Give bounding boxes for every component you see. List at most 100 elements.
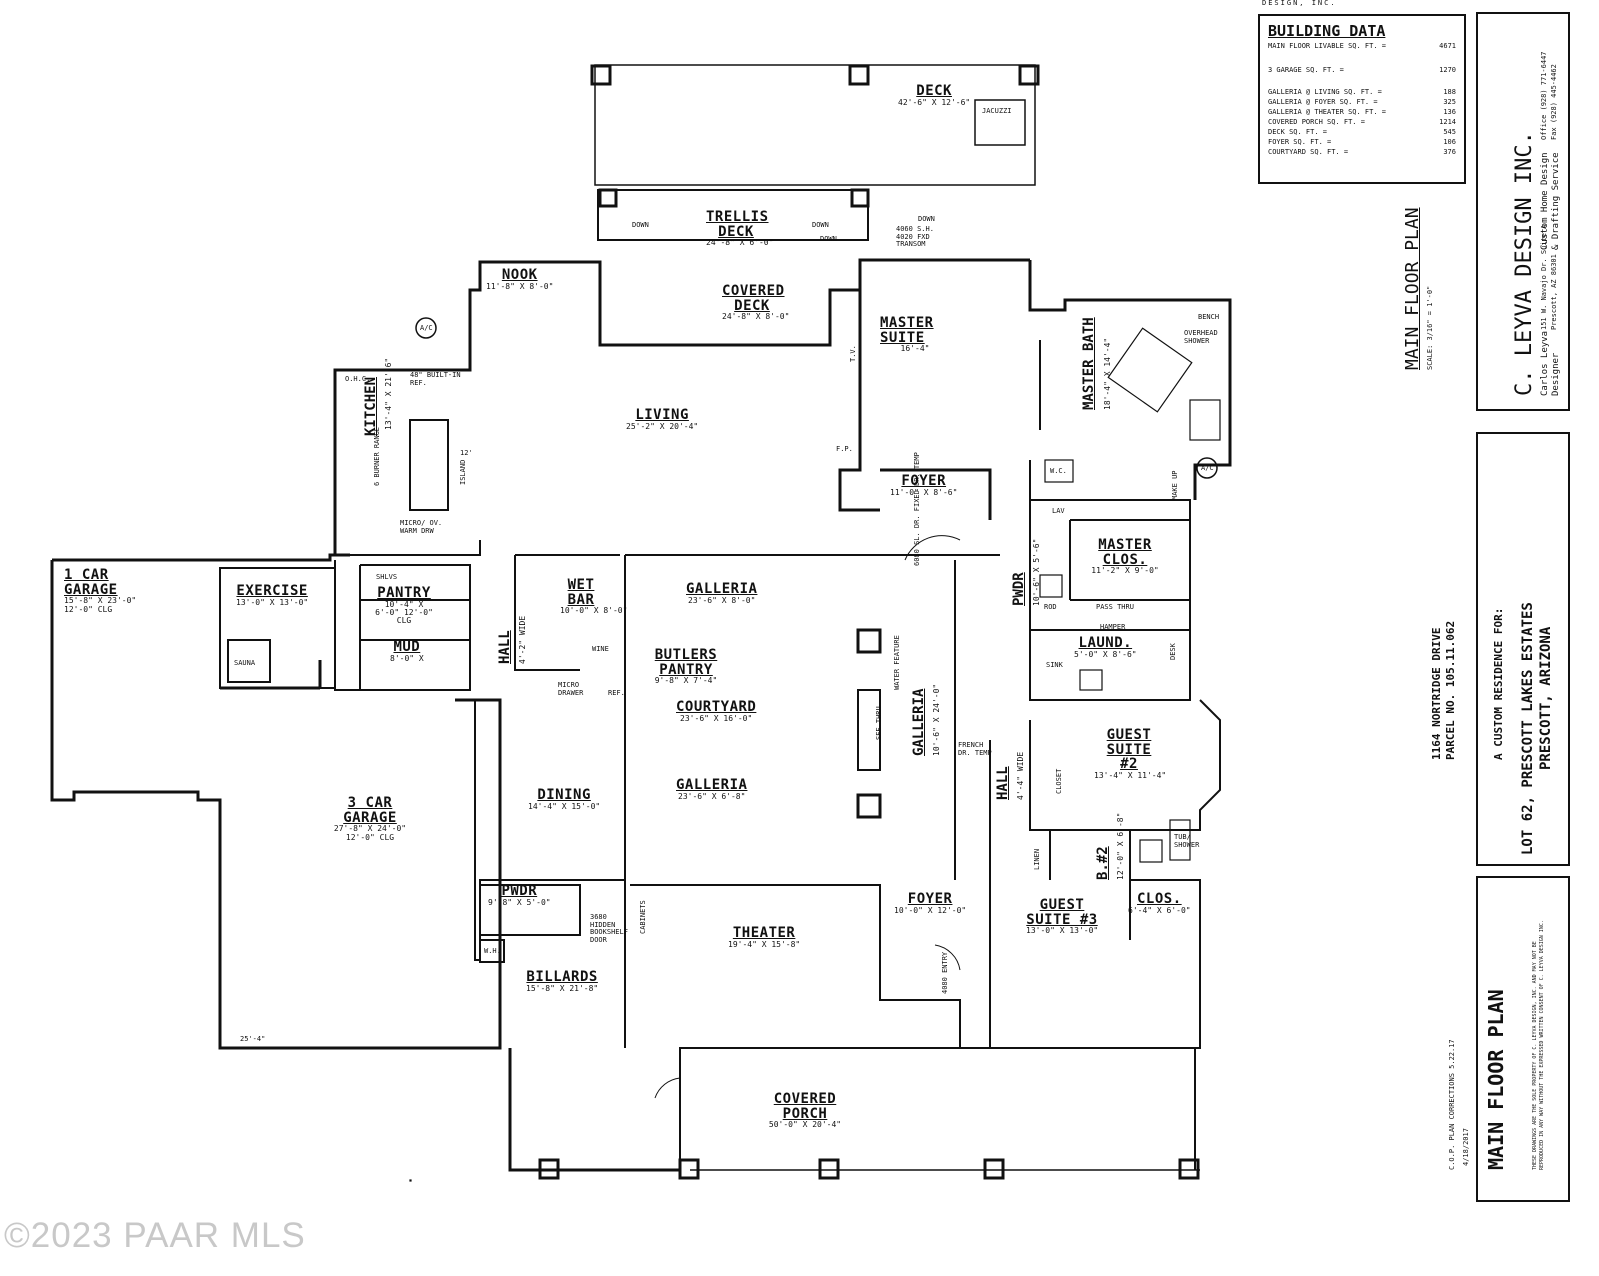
- project-title-block: [1476, 432, 1570, 866]
- note-lav: LAV: [1052, 507, 1065, 515]
- note-desk: DESK: [1169, 643, 1177, 660]
- room-master-bath-dim: 18'-4" X 14'-4": [1103, 337, 1112, 410]
- note-ref: REF.: [608, 689, 625, 697]
- note-wc: W.C.: [1050, 467, 1067, 475]
- room-bath-2-dim: 12'-0" X 6'-8": [1116, 812, 1125, 880]
- room-kitchen-dim: 13'-4" X 21'-6": [384, 357, 393, 430]
- building-data-panel: BUILDING DATA MAIN FLOOR LIVABLE SQ. FT.…: [1258, 14, 1466, 184]
- address-1: 151 W. Navajo Dr. Suite A: [1540, 224, 1548, 330]
- location-line: PRESCOTT, ARIZONA: [1538, 626, 1554, 770]
- note-rod: ROD: [1044, 603, 1057, 611]
- note-ohc: O.H.C.: [345, 375, 371, 383]
- drawing-date: 4/18/2017: [1462, 1128, 1470, 1166]
- note-micro: MICRO/ OV. WARM DRW: [400, 519, 443, 535]
- note-builtin-ref: 48" BUILT-IN REF.: [410, 371, 461, 387]
- services-2: & Drafting Service: [1551, 152, 1561, 250]
- note-fp: F.P.: [836, 445, 853, 453]
- note-cabinets: CABINETS: [639, 900, 647, 934]
- company-name: C. LEYVA DESIGN INC.: [1512, 131, 1537, 396]
- note-closet: CLOSET: [1055, 768, 1063, 794]
- bd-row: GALLERIA @ FOYER SQ. FT. =325: [1268, 98, 1456, 106]
- note-sliding-dr: 6080 SL. DR. FIXED DR. TEMP: [913, 452, 921, 566]
- bd-row: COURTYARD SQ. FT. =376: [1268, 148, 1456, 156]
- note-bench: BENCH: [1198, 313, 1220, 321]
- note-down: DOWN: [812, 221, 829, 229]
- note-micro-drawer: MICRO DRAWER: [558, 681, 584, 697]
- note-burner: 6 BURNER RANGE: [373, 426, 381, 486]
- bd-row: 3 GARAGE SQ. FT. =1270: [1268, 66, 1456, 74]
- note-down: DOWN: [632, 221, 649, 229]
- copyright-notice: THESE DRAWINGS ARE THE SOLE PROPERTY OF …: [1532, 920, 1545, 1170]
- note-down: DOWN: [918, 215, 935, 223]
- room-clos: CLOS.6'-4" X 6'-0": [1128, 891, 1191, 915]
- note-hamper: HAMPER: [1100, 623, 1126, 631]
- note-pass-thru: PASS THRU: [1096, 603, 1134, 611]
- note-wine: WINE: [592, 645, 609, 653]
- scale-note: SCALE: 3/16" = 1'-0": [1426, 285, 1434, 370]
- note-down: DOWN: [820, 235, 837, 243]
- sheet-name: MAIN FLOOR PLAN: [1484, 989, 1508, 1170]
- room-laund: LAUND.5'-0" X 8'-6": [1074, 635, 1137, 659]
- fax-phone: Fax (928) 445-4462: [1550, 64, 1558, 140]
- note-jacuzzi: JACUZZI: [982, 107, 1012, 115]
- bd-row: MAIN FLOOR LIVABLE SQ. FT. =4671: [1268, 42, 1456, 50]
- office-phone: Office (928) 771-6447: [1540, 51, 1548, 140]
- note-water-feature: WATER FEATURE: [893, 635, 901, 690]
- note-wh: W.H.: [484, 947, 501, 955]
- room-hall-2-dim: 4'-4" WIDE: [1016, 751, 1025, 800]
- note-shlvs: SHLVS: [376, 573, 398, 581]
- note-dim-25-4: 25'-4": [240, 1035, 266, 1043]
- room-hall-1-dim: 4'-2" WIDE: [518, 615, 527, 664]
- designer-role: Designer: [1551, 352, 1561, 396]
- note-make-up: MAKE UP: [1171, 470, 1179, 500]
- residence-for: A CUSTOM RESIDENCE FOR:: [1492, 607, 1505, 760]
- room-pwdr-2-dim: 10'-6" X 5'-6": [1032, 538, 1041, 606]
- sheet-title-block: [1476, 876, 1570, 1202]
- room-master-bath: MASTER BATH: [1081, 317, 1097, 410]
- note-tub-shower: TUB/ SHOWER: [1174, 833, 1200, 849]
- note-french-dr: FRENCH DR. TEMP: [958, 741, 992, 757]
- note-overhead-shower: OVERHEAD SHOWER: [1184, 329, 1218, 345]
- parcel-number: PARCEL NO. 105.11.062: [1444, 620, 1457, 760]
- note-ac: A/C: [420, 324, 433, 332]
- designer-name: Carlos Leyva: [1540, 330, 1550, 396]
- bd-row: DECK SQ. FT. =545: [1268, 128, 1456, 136]
- address-2: Prescott, AZ 86301: [1550, 254, 1558, 330]
- note-bookshelf: 3680 HIDDEN BOOKSHELF DOOR: [590, 913, 628, 945]
- note-entry: 4080 ENTRY: [941, 951, 949, 994]
- bd-row: GALLERIA @ LIVING SQ. FT. =188: [1268, 88, 1456, 96]
- mls-watermark: ©2023 PAAR MLS: [4, 1216, 306, 1255]
- note-island: ISLAND: [459, 459, 467, 485]
- note-see-thru: SEE THRU: [875, 706, 883, 740]
- room-galleria-3-dim: 10'-6" X 24'-0": [932, 683, 941, 756]
- building-data-title: BUILDING DATA: [1268, 22, 1386, 40]
- company-title-block: [1476, 12, 1570, 411]
- note-dim-12: 12': [460, 449, 473, 457]
- note-sink: SINK: [1046, 661, 1063, 669]
